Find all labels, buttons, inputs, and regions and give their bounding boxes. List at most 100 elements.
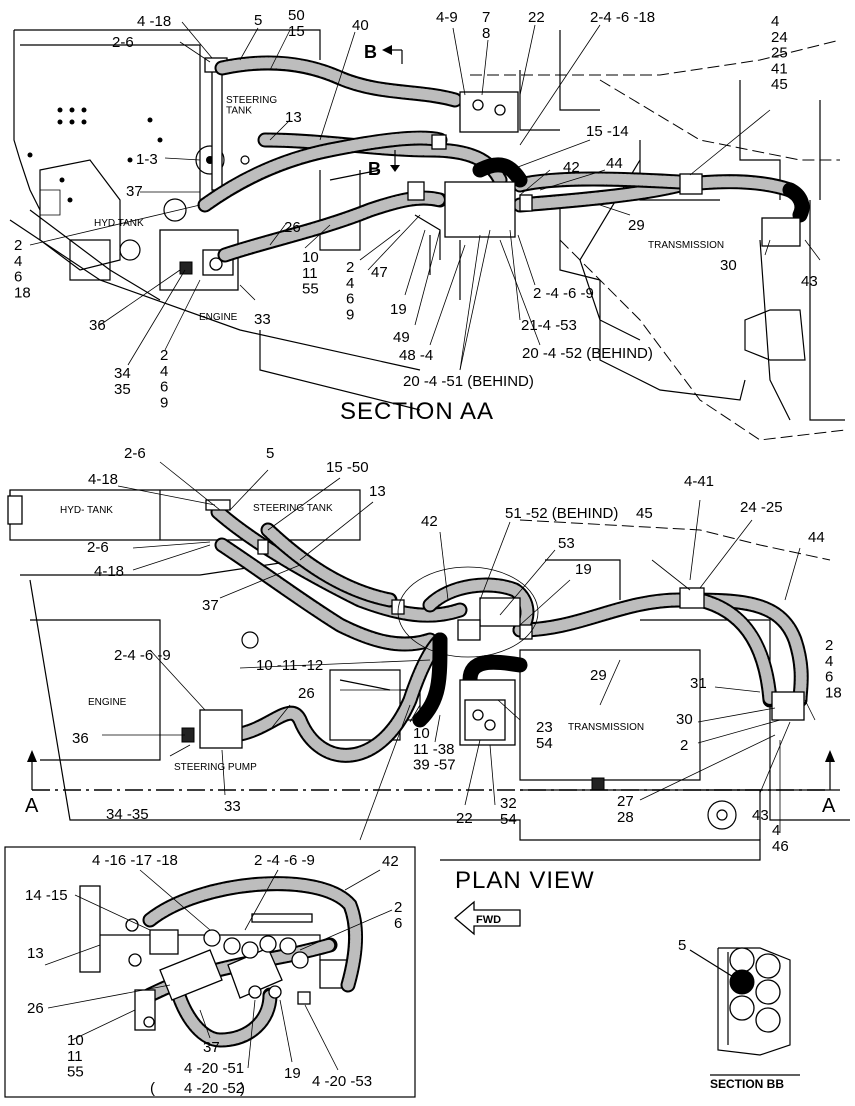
label-26: 26 <box>284 219 301 236</box>
label-line: 24 <box>771 29 788 46</box>
plan-label-26: 26 <box>298 685 315 702</box>
plan-label-2-4-6-9: 2-4 -6 -9 <box>114 647 171 664</box>
label-line: 18 <box>825 684 842 701</box>
label-20-4-51: 20 -4 -51 (BEHIND) <box>403 373 534 390</box>
plan-label-engine: ENGINE <box>88 697 127 708</box>
plan-label-44: 44 <box>808 529 825 546</box>
plan-label-34-35: 34 -35 <box>106 806 149 823</box>
label-line: 4 <box>14 253 22 270</box>
section-bb-label-5: 5 <box>678 937 686 954</box>
label-line: 25 <box>771 45 788 62</box>
section-aa-title: SECTION AA <box>340 398 494 425</box>
label-line: 2 <box>160 347 168 364</box>
detail-label-19: 19 <box>284 1065 301 1082</box>
plan-label-43: 43 <box>752 807 769 824</box>
plan-label-a-left: A <box>25 795 39 817</box>
label-transmission: TRANSMISSION <box>648 240 724 251</box>
label-22: 22 <box>528 9 545 26</box>
label-2-4-6-9-right: 2 -4 -6 -9 <box>533 285 594 302</box>
label-line: 2 <box>825 637 833 654</box>
plan-label-steering-pump: STEERING PUMP <box>174 762 257 773</box>
plan-label-4-18: 4-18 <box>88 471 118 488</box>
plan-label-24-25: 24 -25 <box>740 499 783 516</box>
label-29: 29 <box>628 217 645 234</box>
detail-view-drawing <box>4 846 416 1098</box>
label-line: 4 <box>160 363 168 380</box>
label-line: 23 <box>536 719 553 736</box>
label-37: 37 <box>126 183 143 200</box>
plan-label-29: 29 <box>590 667 607 684</box>
plan-label-22: 22 <box>456 810 473 827</box>
label-21-4-53: 21-4 -53 <box>521 317 577 334</box>
label-line: 4 <box>825 653 833 670</box>
label-line: 6 <box>14 269 22 286</box>
label-30: 30 <box>720 257 737 274</box>
plan-label-36: 36 <box>72 730 89 747</box>
label-line: STEERING <box>226 95 277 106</box>
label-4-18: 4 -18 <box>137 13 171 30</box>
detail-paren-close: ) <box>240 1080 245 1097</box>
label-line: 15 <box>288 23 305 40</box>
plan-label-13: 13 <box>369 483 386 500</box>
label-line: 10 <box>67 1032 84 1049</box>
plan-label-42: 42 <box>421 513 438 530</box>
label-line: 50 <box>288 7 305 24</box>
label-line: 32 <box>500 795 517 812</box>
label-49: 49 <box>393 329 410 346</box>
plan-label-37: 37 <box>202 597 219 614</box>
label-line: 28 <box>617 809 634 826</box>
label-line: 46 <box>772 838 789 855</box>
label-line: 7 <box>482 9 490 26</box>
label-line: 10 <box>302 249 319 266</box>
label-line: 6 <box>160 379 168 396</box>
label-33: 33 <box>254 311 271 328</box>
label-line: 45 <box>771 76 788 93</box>
label-42: 42 <box>563 159 580 176</box>
plan-label-51-52: 51 -52 (BEHIND) <box>505 505 618 522</box>
plan-label-10-11-12: 10 -11 -12 <box>256 657 323 674</box>
label-48-4: 48 -4 <box>399 347 433 364</box>
label-b-top: B <box>364 42 377 62</box>
plan-label-30: 30 <box>676 711 693 728</box>
plan-label-33: 33 <box>224 798 241 815</box>
label-13: 13 <box>285 109 302 126</box>
label-line: 4 <box>346 275 354 292</box>
plan-label-5-b: 5 <box>424 707 432 724</box>
label-line: 9 <box>346 306 354 323</box>
detail-label-14-15: 14 -15 <box>25 887 68 904</box>
label-line: TANK <box>226 106 252 117</box>
label-line: 39 -57 <box>413 757 456 774</box>
label-44: 44 <box>606 155 623 172</box>
label-line: 9 <box>160 394 168 411</box>
label-line: 4 <box>772 822 780 839</box>
label-4-9: 4-9 <box>436 9 458 26</box>
plan-label-4-41: 4-41 <box>684 473 714 490</box>
detail-label-4-20-53: 4 -20 -53 <box>312 1073 372 1090</box>
label-19: 19 <box>390 301 407 318</box>
label-line: 8 <box>482 25 490 42</box>
section-aa-drawing <box>9 21 846 441</box>
label-5: 5 <box>254 12 262 29</box>
plan-label-31: 31 <box>690 675 707 692</box>
plan-label-steering-tank: STEERING TANK <box>253 503 333 514</box>
label-47: 47 <box>371 264 388 281</box>
detail-label-2-4-6-9: 2 -4 -6 -9 <box>254 852 315 869</box>
label-hyd-tank: HYD TANK <box>94 218 144 229</box>
label-1-3: 1-3 <box>136 151 158 168</box>
plan-label-4-18-b: 4-18 <box>94 563 124 580</box>
detail-label-37: 37 <box>203 1039 220 1056</box>
detail-label-13: 13 <box>27 945 44 962</box>
label-line: 2 <box>14 237 22 254</box>
label-line: 55 <box>302 281 319 298</box>
